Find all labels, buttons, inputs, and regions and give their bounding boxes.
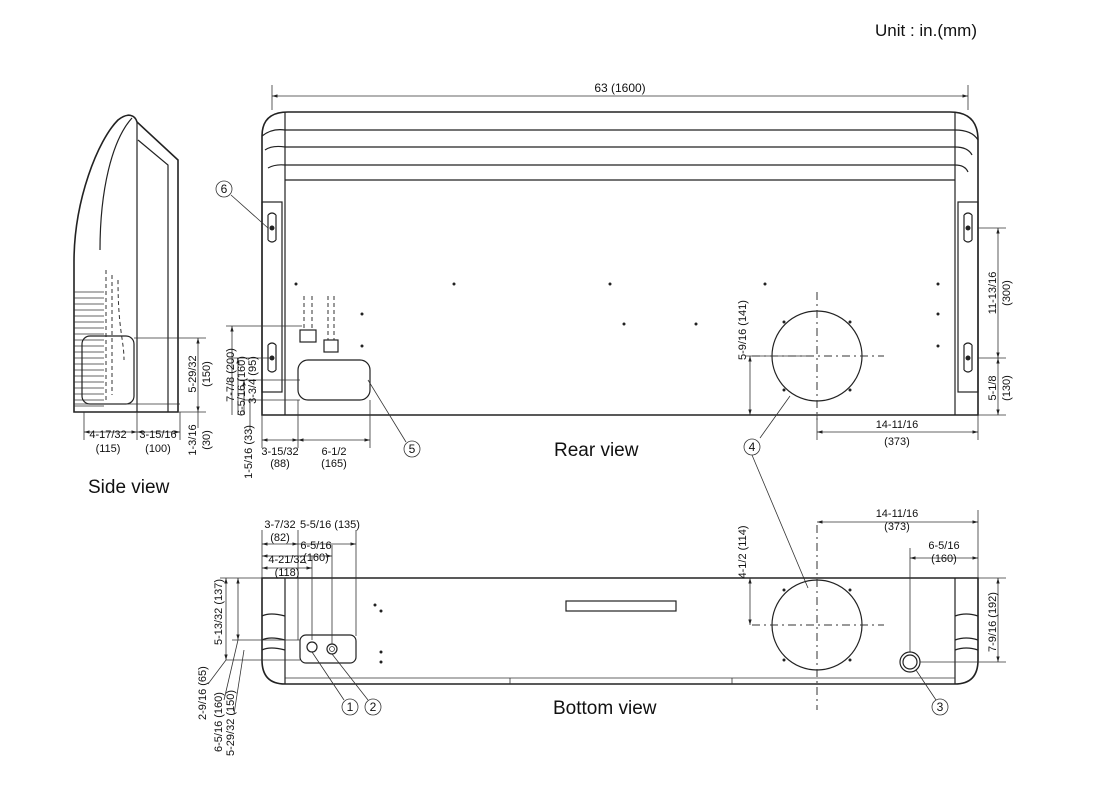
dim-rear-300-in: 11-13/16 — [987, 272, 999, 315]
side-view: 4-17/32 (115) 3-15/16 (100) 5-29/32 (150… — [73, 114, 213, 498]
callout-6: 6 — [215, 180, 233, 198]
dim-side-115-in: 4-17/32 — [89, 429, 126, 441]
dim-side-150-mm: (150) — [201, 361, 213, 387]
rear-view: 63 (1600) — [225, 81, 1013, 589]
svg-text:5: 5 — [409, 442, 416, 456]
svg-text:4: 4 — [749, 440, 756, 454]
dim-bottom-373-in: 14-11/16 — [876, 508, 919, 520]
dim-bottom-150: 5-29/32 (150) — [225, 690, 237, 756]
dim-bottom-65: 2-9/16 (65) — [197, 666, 209, 720]
dim-rear-373-mm: (373) — [884, 436, 910, 448]
dim-rear-130-mm: (130) — [1001, 375, 1013, 401]
dim-rear-95: 3-3/4 (95) — [247, 356, 259, 404]
dim-bottom-160r-in: 6-5/16 — [928, 540, 959, 552]
dim-bottom-118-mm: (118) — [275, 567, 300, 579]
bottom-view: 3-7/32 (82) 5-5/16 (135) 6-5/16 (160) 4-… — [197, 508, 1006, 756]
side-view-label: Side view — [88, 477, 170, 498]
dim-rear-33: 1-5/16 (33) — [243, 425, 255, 479]
dim-bottom-82-in: 3-7/32 — [264, 519, 295, 531]
dim-rear-200: 7-7/8 (200) — [225, 348, 237, 402]
rear-view-label: Rear view — [554, 440, 639, 461]
dim-bottom-135: 5-5/16 (135) — [300, 519, 360, 531]
svg-text:6: 6 — [221, 182, 228, 196]
callout-4: 4 — [743, 438, 761, 456]
dim-bottom-192: 7-9/16 (192) — [987, 592, 999, 652]
dim-rear-88-mm: (88) — [270, 458, 290, 470]
dim-bottom-82-mm: (82) — [270, 532, 290, 544]
dim-rear-88-in: 3-15/32 — [261, 446, 298, 458]
dim-rear-141: 5-9/16 (141) — [737, 300, 749, 360]
dim-rear-165-mm: (165) — [321, 458, 347, 470]
dim-bottom-160r-mm: (160) — [931, 553, 957, 565]
dim-bottom-114: 4-1/2 (114) — [737, 526, 749, 579]
dim-side-30-in: 1-3/16 — [187, 424, 199, 455]
unit-label: Unit : in.(mm) — [875, 21, 977, 40]
callout-5: 5 — [403, 440, 421, 458]
svg-text:1: 1 — [347, 700, 354, 714]
callout-2: 2 — [364, 698, 382, 716]
dim-side-100-in: 3-15/16 — [139, 429, 176, 441]
dim-bottom-160-in: 6-5/16 — [300, 540, 331, 552]
dim-side-150-in: 5-29/32 — [187, 355, 199, 392]
dim-side-30-mm: (30) — [201, 430, 213, 450]
dim-bottom-160-mm: (160) — [303, 552, 329, 564]
callout-1: 1 — [341, 698, 359, 716]
dim-bottom-137: 5-13/32 (137) — [213, 579, 225, 645]
svg-text:2: 2 — [370, 700, 377, 714]
dim-rear-373-in: 14-11/16 — [876, 419, 919, 431]
dim-rear-130-in: 5-1/8 — [987, 375, 999, 400]
dim-bottom-373-mm: (373) — [884, 521, 910, 533]
svg-text:3: 3 — [937, 700, 944, 714]
bottom-view-label: Bottom view — [553, 698, 657, 719]
dim-bottom-118-in: 4-21/32 — [268, 554, 305, 566]
dim-bottom-160: 6-5/16 (160) — [213, 692, 225, 752]
dim-side-100-mm: (100) — [145, 443, 171, 455]
dim-rear-165-in: 6-1/2 — [321, 446, 346, 458]
dim-side-115-mm: (115) — [96, 443, 121, 455]
callout-3: 3 — [931, 698, 949, 716]
dim-rear-300-mm: (300) — [1001, 280, 1013, 306]
dim-rear-160: 6-5/16 (160) — [236, 356, 248, 416]
dim-rear-width: 63 (1600) — [594, 81, 645, 95]
